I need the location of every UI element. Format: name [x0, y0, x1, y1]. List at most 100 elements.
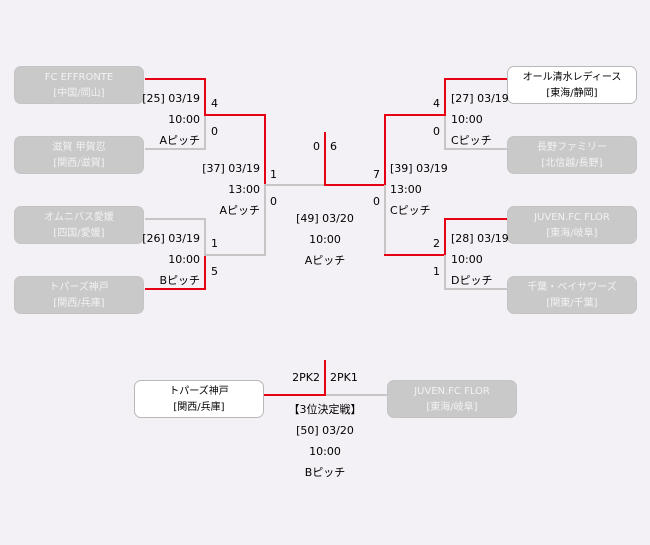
bracket-line [264, 185, 266, 256]
team-name: 長野ファミリー [537, 142, 607, 153]
match-id: [25] 03/19 [142, 92, 200, 105]
team-region: [中国/岡山] [53, 88, 105, 99]
score: 4 [433, 97, 440, 110]
team-region: [東海/岐阜] [546, 228, 598, 239]
bracket-line [204, 254, 266, 256]
score: 4 [211, 97, 218, 110]
team-box-topaz: トパーズ神戸 [関西/兵庫] [14, 276, 144, 314]
match-id: [39] 03/19 [390, 162, 448, 175]
team-name: 滋賀 甲賀忍 [52, 142, 106, 153]
team-region: [東海/岐阜] [426, 402, 478, 413]
team-box-shimizu: オール清水レディース [東海/静岡] [507, 66, 637, 104]
bracket-line [444, 78, 446, 116]
bracket-line [324, 184, 386, 186]
score: 0 [433, 125, 440, 138]
team-box-nagano: 長野ファミリー [北信越/長野] [507, 136, 637, 174]
team-box-juven: JUVEN.FC FLOR [東海/岐阜] [507, 206, 637, 244]
score: 2 [433, 237, 440, 250]
match-id: [37] 03/19 [202, 162, 260, 175]
bracket-line [326, 394, 387, 396]
bracket-line [384, 114, 386, 186]
bracket-line [444, 116, 446, 150]
match-time: 10:00 [309, 445, 341, 458]
bracket-line [324, 360, 326, 396]
match-pitch: Dピッチ [451, 274, 493, 287]
team-name: オール清水レディース [522, 72, 622, 83]
score: 1 [211, 237, 218, 250]
match-pitch: Aピッチ [159, 134, 200, 147]
team-region: [関西/兵庫] [173, 402, 225, 413]
team-name: FC EFFRONTE [44, 72, 114, 83]
bracket-line [264, 394, 326, 396]
bracket-line [444, 255, 446, 290]
bracket-line [204, 116, 206, 150]
score: 2PK2 [292, 371, 320, 384]
team-box-third-right: JUVEN.FC FLOR [東海/岐阜] [387, 380, 517, 418]
match-time: 10:00 [451, 113, 483, 126]
team-box-omnibus: オムニバス愛媛 [四国/愛媛] [14, 206, 144, 244]
bracket-line [145, 288, 206, 290]
score: 0 [270, 195, 277, 208]
team-box-third-left: トパーズ神戸 [関西/兵庫] [134, 380, 264, 418]
bracket-line [145, 78, 206, 80]
bracket-line [444, 78, 507, 80]
match-pitch: Aピッチ [219, 204, 260, 217]
team-name: オムニバス愛媛 [44, 212, 114, 223]
team-region: [関西/兵庫] [53, 298, 105, 309]
match-time: 13:00 [390, 183, 422, 196]
team-region: [北信越/長野] [541, 158, 603, 169]
match-id: [26] 03/19 [142, 232, 200, 245]
bracket-line [444, 148, 507, 150]
score: 0 [211, 125, 218, 138]
score: 1 [433, 265, 440, 278]
score: 0 [313, 140, 320, 153]
bracket-line [264, 184, 325, 186]
bracket-line [204, 254, 206, 290]
bracket-line [384, 114, 446, 116]
team-region: [四国/愛媛] [53, 228, 105, 239]
team-region: [関西/滋賀] [53, 158, 105, 169]
match-pitch: Cピッチ [451, 134, 492, 147]
bracket-line [444, 218, 446, 255]
match-title: 【3位決定戦】 [288, 403, 362, 416]
team-name: 千葉・ベイサワーズ [527, 282, 617, 293]
bracket-line [324, 132, 326, 186]
bracket-line [204, 218, 206, 255]
bracket-line [384, 185, 386, 256]
match-time: 10:00 [168, 253, 200, 266]
score: 5 [211, 265, 218, 278]
team-name: JUVEN.FC FLOR [534, 212, 610, 223]
bracket-line [204, 78, 206, 116]
match-time: 10:00 [309, 233, 341, 246]
team-box-fc-effronte: FC EFFRONTE [中国/岡山] [14, 66, 144, 104]
bracket-line [145, 218, 206, 220]
match-time: 13:00 [228, 183, 260, 196]
team-box-koka: 滋賀 甲賀忍 [関西/滋賀] [14, 136, 144, 174]
score: 2PK1 [330, 371, 358, 384]
match-time: 10:00 [168, 113, 200, 126]
match-pitch: Aピッチ [304, 254, 346, 267]
team-name: トパーズ神戸 [169, 386, 229, 397]
bracket-line [444, 218, 507, 220]
team-name: トパーズ神戸 [49, 282, 109, 293]
match-time: 10:00 [451, 253, 483, 266]
match-pitch: Cピッチ [390, 204, 431, 217]
team-name: JUVEN.FC FLOR [414, 386, 490, 397]
score: 7 [373, 168, 380, 181]
bracket-line [444, 288, 507, 290]
score: 6 [330, 140, 337, 153]
team-region: [東海/静岡] [546, 88, 598, 99]
score: 1 [270, 168, 277, 181]
score: 0 [373, 195, 380, 208]
match-id: [49] 03/20 [296, 212, 354, 225]
team-box-chiba: 千葉・ベイサワーズ [関東/千葉] [507, 276, 637, 314]
match-pitch: Bピッチ [304, 466, 346, 479]
match-pitch: Bピッチ [159, 274, 200, 287]
bracket-line [264, 114, 266, 185]
team-region: [関東/千葉] [546, 298, 598, 309]
match-id: [27] 03/19 [451, 92, 509, 105]
bracket-line [145, 148, 206, 150]
bracket-line [384, 254, 446, 256]
match-id: [50] 03/20 [296, 424, 354, 437]
match-id: [28] 03/19 [451, 232, 509, 245]
